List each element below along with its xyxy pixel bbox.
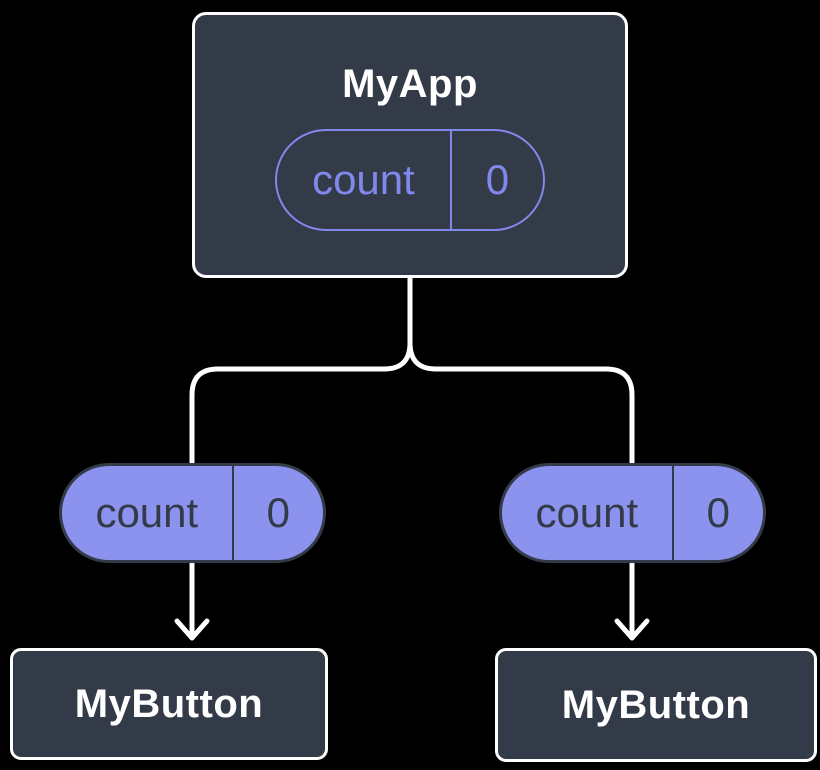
prop-pill-left: count 0 bbox=[59, 463, 326, 563]
state-value: 0 bbox=[485, 156, 510, 203]
arrow-down-right-icon bbox=[614, 563, 650, 641]
child-component-name: MyButton bbox=[74, 681, 264, 726]
connector-root-to-left-pill bbox=[189, 278, 413, 463]
arrow-down-left-icon bbox=[174, 563, 210, 641]
state-name: count bbox=[277, 131, 452, 229]
connector-root-to-right-pill bbox=[407, 278, 635, 463]
prop-value: 0 bbox=[706, 489, 730, 536]
prop-pill-right: count 0 bbox=[499, 463, 766, 563]
prop-value: 0 bbox=[266, 489, 290, 536]
root-state-pill: count 0 bbox=[275, 129, 545, 231]
child-component-node-left: MyButton bbox=[10, 648, 328, 760]
child-component-node-right: MyButton bbox=[495, 648, 817, 762]
child-component-name: MyButton bbox=[561, 682, 751, 727]
root-component-name: MyApp bbox=[342, 62, 478, 106]
root-component-node: MyApp count 0 bbox=[192, 12, 628, 278]
prop-name: count bbox=[502, 466, 674, 560]
prop-name: count bbox=[62, 466, 234, 560]
